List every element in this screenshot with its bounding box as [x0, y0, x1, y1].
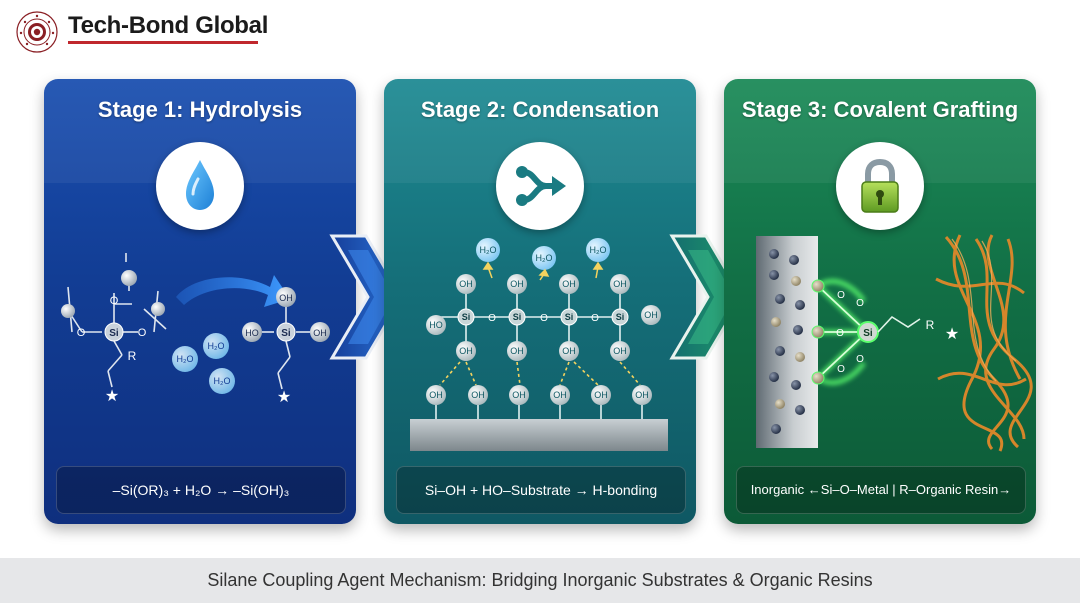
atom-label: OH [429, 390, 443, 400]
water-molecule-label-a: H₂O [177, 354, 194, 364]
atom-label: OH [594, 390, 608, 400]
company-seal-icon [16, 11, 58, 53]
merge-arrows-icon [516, 166, 566, 206]
stage-1-formula: –Si(OR)₃ + H₂O → –Si(OH)₃ [56, 466, 346, 514]
atom-label: Si [616, 312, 625, 322]
stage-3-icon-badge [836, 142, 924, 230]
atom-label: OH [562, 279, 576, 289]
stage-1-panel: Stage 1: Hydrolysis [44, 79, 356, 524]
released-water-label-a: H₂O [480, 245, 497, 255]
atom-label: O [488, 313, 496, 324]
atom-label: HO [429, 320, 443, 330]
atom-label: O [837, 364, 845, 375]
footer-caption: Silane Coupling Agent Mechanism: Bridgin… [0, 558, 1080, 603]
stage-2-formula: Si–OH + HO–Substrate → H-bonding [396, 466, 686, 514]
stage-1-hydroxyl-label-left: HO [245, 328, 259, 338]
stage-1-icon-badge [156, 142, 244, 230]
stage-3-star-icon: ★ [945, 326, 959, 343]
atom-label: OH [553, 390, 567, 400]
atom-label: O [591, 313, 599, 324]
atom-label: OH [644, 310, 658, 320]
stage-1-star-icon: ★ [105, 388, 119, 405]
stage-1-title: Stage 1: Hydrolysis [97, 97, 303, 122]
released-water-label-b: H₂O [536, 253, 553, 263]
water-molecule-label-c: H₂O [214, 376, 231, 386]
stage-1-silicon-label: Si [109, 328, 119, 339]
hydrolysis-diagram: O O O Si R ★ H₂O H₂O H₂O OH HO OH Si [61, 253, 330, 406]
atom-label: Si [462, 312, 471, 322]
atom-label: OH [510, 279, 524, 289]
stage-1-oxygen-label-b: O [110, 295, 119, 307]
atom-label: Si [513, 312, 522, 322]
stage-1-star-icon-b: ★ [277, 389, 291, 406]
grafting-diagram: O O O O O Si R ★ [756, 234, 1033, 452]
brand-underline [68, 41, 258, 44]
atom-label: OH [613, 279, 627, 289]
atom-label: O [856, 354, 864, 365]
atom-label: Si [565, 312, 574, 322]
condensation-diagram: H₂O H₂O H₂O OH OH OH OH HO OH OH OH OH O… [410, 238, 668, 451]
header: Tech-Bond Global [0, 0, 1080, 66]
atom-label: O [540, 313, 548, 324]
inorganic-substrate [410, 419, 668, 451]
organic-resin-fibers [935, 234, 1033, 452]
stage-2-icon-badge [496, 142, 584, 230]
atom-label: OH [459, 279, 473, 289]
stage-1-oxygen-label-a: O [77, 327, 86, 339]
inorganic-metal-substrate [756, 236, 818, 448]
water-molecule-label-b: H₂O [208, 341, 225, 351]
stage-3-formula: Inorganic ←Si–O–Metal | R–Organic Resin→ [736, 466, 1026, 514]
atom-label: OH [459, 346, 473, 356]
released-water-label-c: H₂O [590, 245, 607, 255]
stage-1-r-group-label: R [128, 349, 137, 363]
stage-1-silanol-silicon-label: Si [281, 328, 291, 339]
padlock-icon [861, 158, 899, 213]
atom-label: O [856, 298, 864, 309]
atom-label: OH [471, 390, 485, 400]
atom-label: OH [635, 390, 649, 400]
stage-1-oxygen-label-c: O [138, 327, 147, 339]
atom-label: OH [510, 346, 524, 356]
atom-label: O [837, 290, 845, 301]
reaction-arrow-icon [176, 275, 290, 307]
stage-1-hydroxyl-label-right: OH [313, 328, 327, 338]
atom-label: OH [562, 346, 576, 356]
atom-label: O [836, 328, 844, 339]
water-drop-icon [186, 160, 214, 210]
stage-3-r-group-label: R [926, 318, 935, 332]
stage-2-panel: Stage 2: Condensation H₂O H₂O H₂O [384, 79, 696, 524]
brand-name[interactable]: Tech-Bond Global [68, 12, 269, 39]
stage-3-title: Stage 3: Covalent Grafting [741, 97, 1019, 122]
stage-2-title: Stage 2: Condensation [420, 97, 660, 122]
stage-3-silicon-label: Si [863, 328, 873, 339]
stage-1-hydroxyl-label-top: OH [279, 293, 293, 303]
atom-label: OH [613, 346, 627, 356]
stage-3-panel: Stage 3: Covalent Grafting [724, 79, 1036, 524]
atom-label: OH [512, 390, 526, 400]
